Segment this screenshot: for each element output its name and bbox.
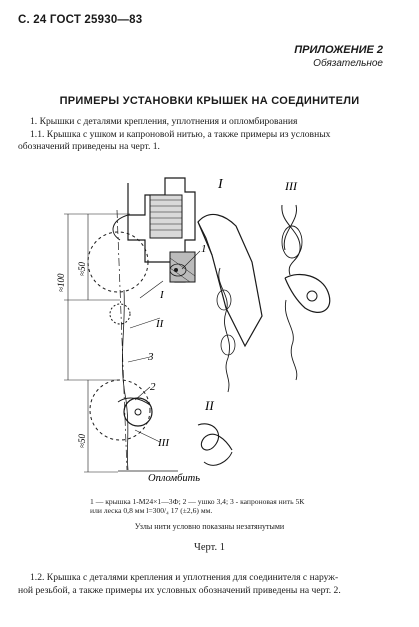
cap-assembly [112, 177, 196, 283]
paragraph-1-2-line2: ной резьбой, а также примеры их условных… [18, 585, 341, 596]
detail-ii-knot [197, 423, 233, 466]
label-roman-1b: I [159, 289, 165, 301]
paragraph-1-2-line1: 1.2. Крышка с деталями крепления и уплот… [30, 572, 339, 583]
detail-knot-chain [216, 267, 236, 393]
appendix-title: ПРИЛОЖЕНИЕ 2 [294, 44, 383, 56]
seal-label: Опломбить [148, 473, 200, 484]
dim-50-bottom: ≈50 [77, 434, 87, 448]
callout-1: 1 [201, 243, 207, 255]
detail-iii-knot [281, 204, 331, 381]
label-roman-1: I [217, 177, 224, 192]
caption-note: Узлы нити условно показаны незатянутыми [134, 522, 285, 531]
page-header: С. 24 ГОСТ 25930—83 [18, 14, 143, 26]
paragraph-1-1-line2: обозначений приведены на черт. 1. [18, 141, 160, 152]
callout-3: 3 [147, 351, 154, 363]
dim-50-top: ≈50 [77, 262, 87, 276]
label-roman-2b: II [204, 398, 214, 413]
section-title: ПРИМЕРЫ УСТАНОВКИ КРЫШЕК НА СОЕДИНИТЕЛИ [59, 95, 360, 107]
callout-2: 2 [150, 381, 156, 393]
label-roman-3b: III [157, 437, 170, 449]
caption-line-2: или леска 0,8 мм l=300/₄ 17 (±2,6) мм. [90, 506, 213, 515]
paragraph-1-1-line1: 1.1. Крышка с ушком и капроновой нитью, … [30, 129, 331, 140]
label-roman-3: III [284, 179, 298, 193]
figure-number: Черт. 1 [194, 542, 225, 553]
detail-i-lever [197, 213, 263, 348]
appendix-status: Обязательное [313, 58, 383, 69]
dim-100: ≈100 [56, 273, 66, 292]
caption-line-1: 1 — крышка 1-М24×1—3Ф; 2 — ушко 3,4; 3 -… [90, 497, 305, 506]
label-roman-2: II [155, 318, 165, 330]
paragraph-1: 1. Крышки с деталями крепления, уплотнен… [30, 116, 298, 127]
figure-caption: 1 — крышка 1-М24×1—3Ф; 2 — ушко 3,4; 3 -… [90, 497, 400, 515]
